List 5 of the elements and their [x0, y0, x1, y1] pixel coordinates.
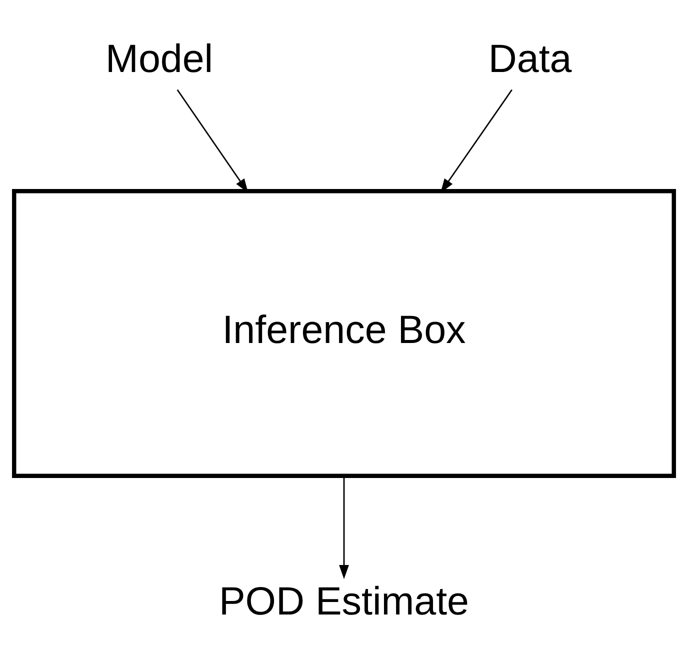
- arrow: [339, 476, 349, 580]
- node-text: POD Estimate: [218, 580, 470, 624]
- node-text: Data: [488, 36, 572, 81]
- node-text: Model: [106, 36, 214, 81]
- node-box: Inference Box: [12, 189, 676, 478]
